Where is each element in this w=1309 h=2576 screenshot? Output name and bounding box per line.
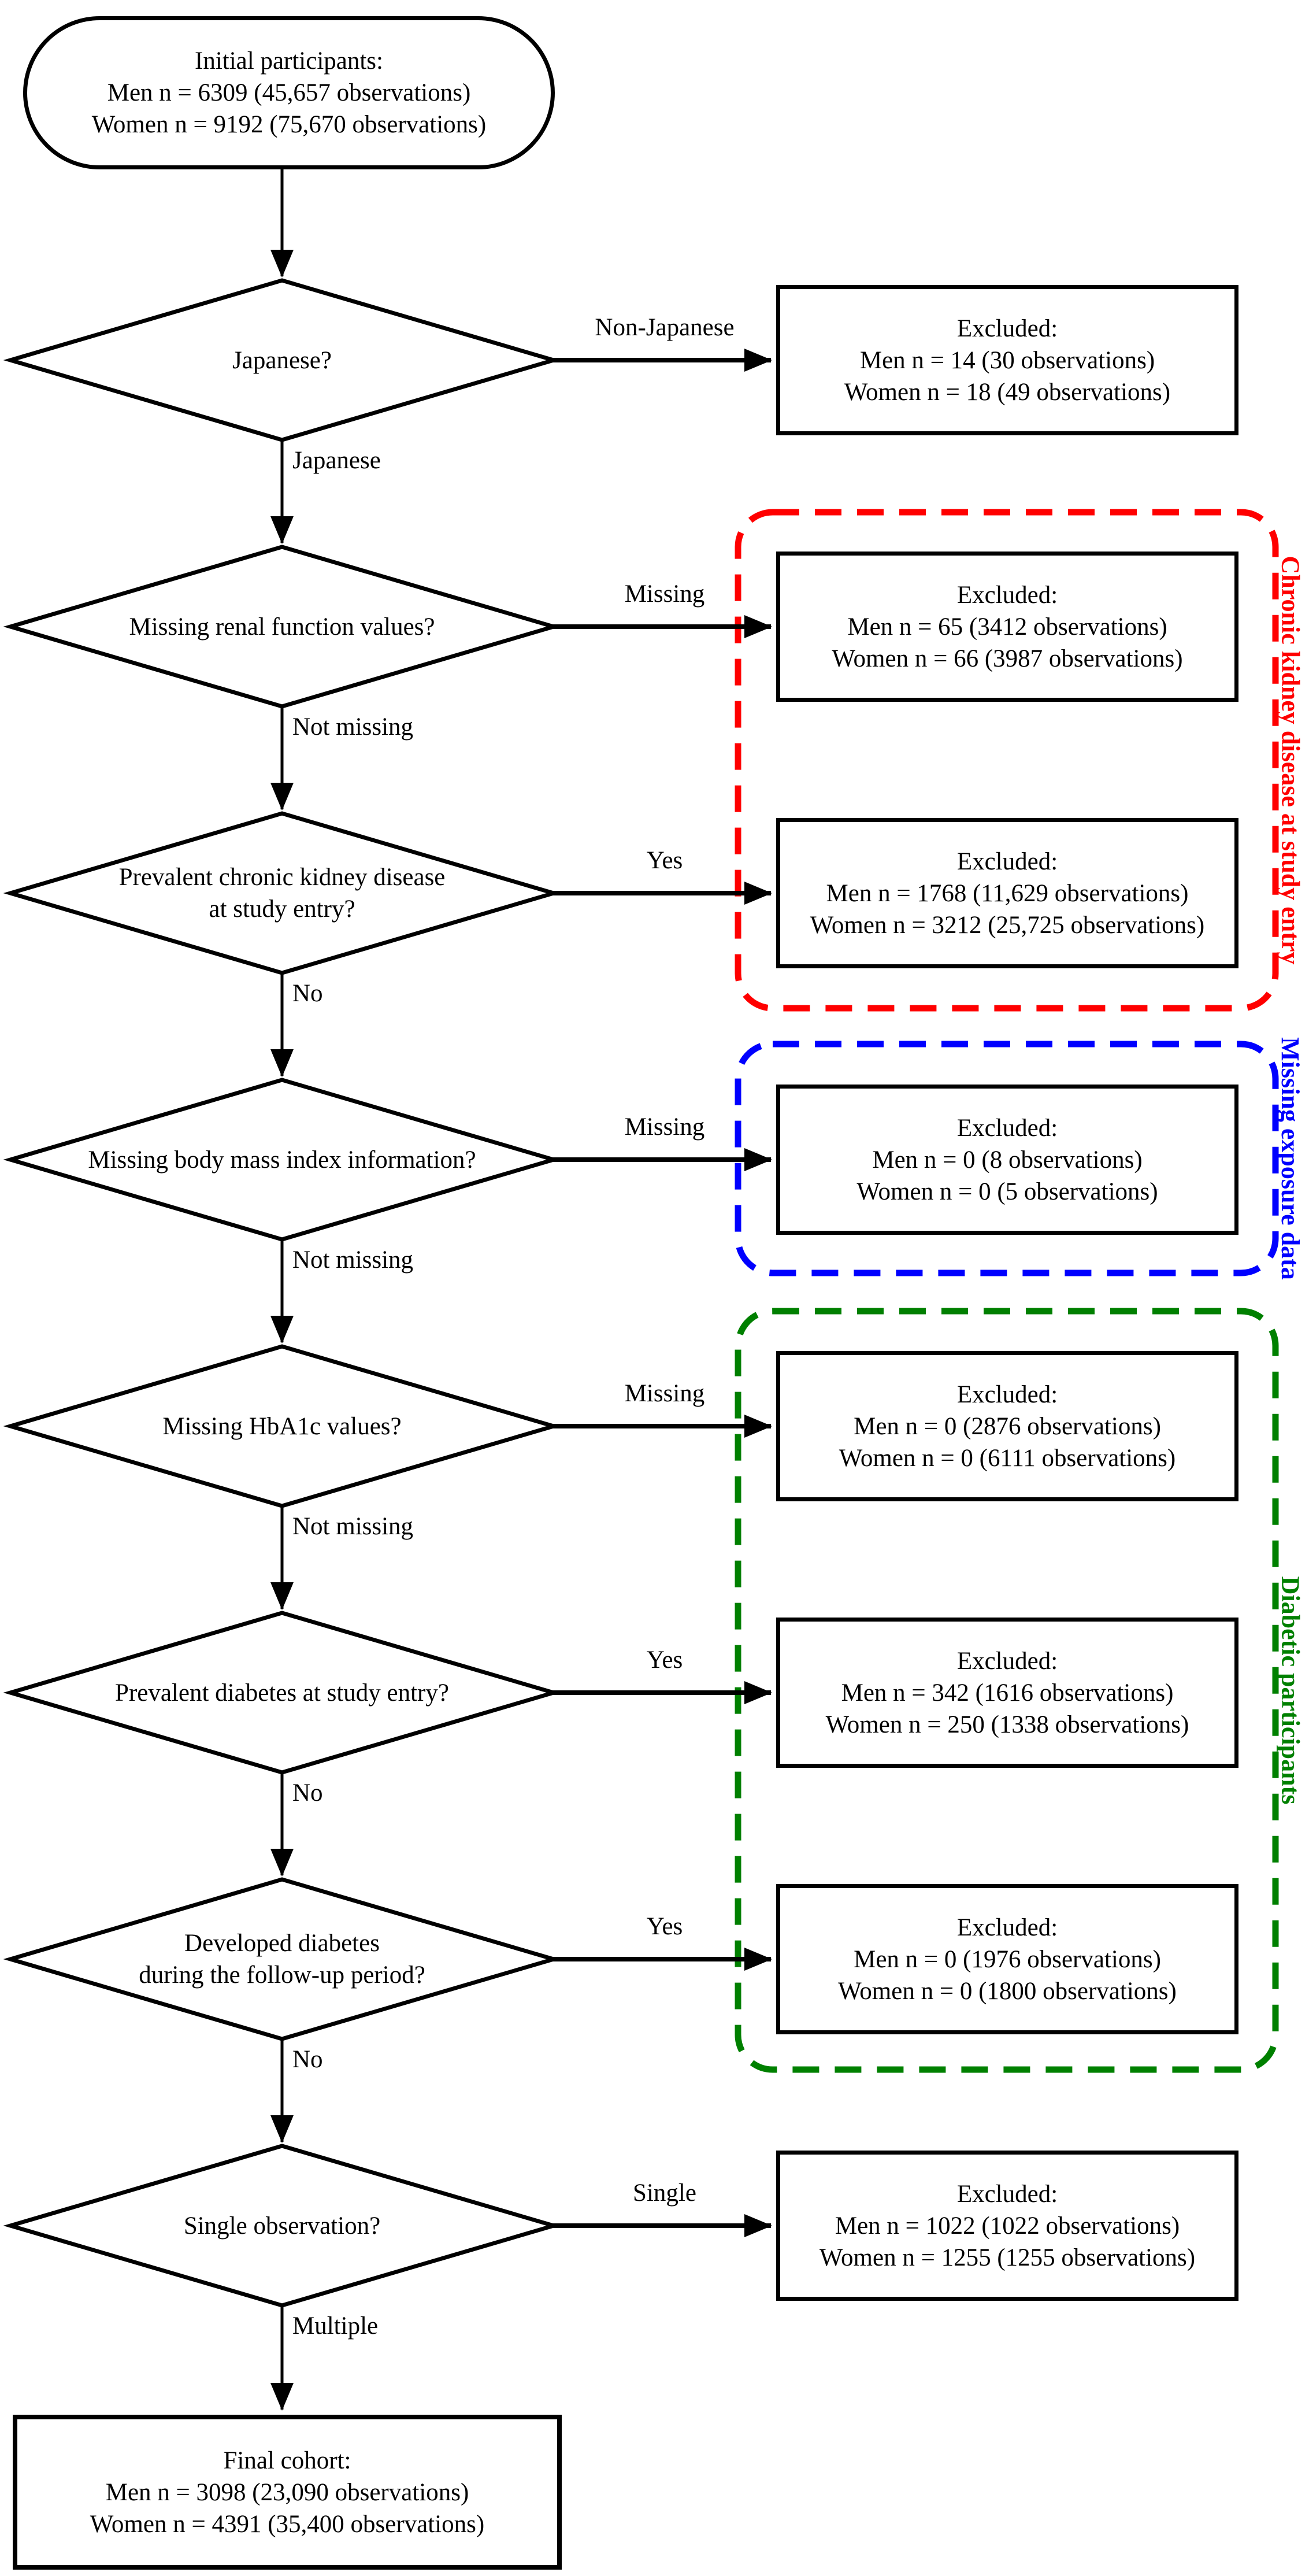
text-line: Men n = 0 (2876 observations) [854, 1412, 1161, 1440]
text-line: Missing renal function values? [129, 613, 435, 641]
group-box-chronic-kidney-disease [735, 509, 1279, 1012]
decision-label-japanese: Japanese? [62, 280, 502, 440]
decision-diamond-developed [3, 1877, 561, 2041]
text-line: Men n = 0 (1976 observations) [854, 1945, 1161, 1973]
text-line: Initial participants: [195, 47, 383, 75]
text-line: Women n = 66 (3987 observations) [832, 645, 1183, 672]
edge-label-missing-bmi: Missing [624, 1113, 705, 1141]
edge-label-single: Single [633, 2179, 696, 2207]
excluded-box-non-japanese: Excluded: Men n = 14 (30 observations) W… [776, 285, 1238, 435]
text-line: Women n = 18 (49 observations) [844, 378, 1171, 406]
decision-diamond-single [3, 2144, 561, 2308]
text-line: Women n = 0 (6111 observations) [839, 1444, 1176, 1472]
text-line: Excluded: [956, 1914, 1058, 1941]
text-line: at study entry? [209, 895, 355, 923]
text-line: Men n = 0 (8 observations) [872, 1146, 1143, 1174]
text-line: Missing body mass index information? [88, 1146, 476, 1174]
text-line: during the follow-up period? [139, 1961, 425, 1989]
text-line: Excluded: [956, 581, 1058, 609]
text-line: Men n = 14 (30 observations) [859, 346, 1155, 374]
excluded-box-diabetes: Excluded: Men n = 342 (1616 observations… [776, 1618, 1238, 1768]
edge-label-not-missing-renal: Not missing [292, 713, 414, 741]
decision-label-developed: Developed diabetes during the follow-up … [62, 1879, 502, 2039]
edge-label-missing-hba1c: Missing [624, 1380, 705, 1407]
start-node-initial-participants: Initial participants: Men n = 6309 (45,6… [23, 16, 555, 169]
text-line: Women n = 4391 (35,400 observations) [90, 2510, 485, 2538]
text-line: Prevalent diabetes at study entry? [115, 1679, 449, 1707]
edge-label-developed-yes: Yes [646, 1913, 683, 1940]
edge-label-multiple: Multiple [292, 2312, 379, 2340]
edge-label-developed-no: No [292, 2046, 323, 2073]
text-line: Women n = 0 (5 observations) [856, 1178, 1158, 1205]
edge-label-missing-renal: Missing [624, 580, 705, 608]
text-line: Final cohort: [223, 2447, 351, 2474]
text-line: Chronic kidney disease at study entry [1276, 556, 1305, 965]
text-line: Women n = 250 (1338 observations) [825, 1711, 1189, 1738]
excluded-box-missing-hba1c: Excluded: Men n = 0 (2876 observations) … [776, 1351, 1238, 1501]
edge-label-non-japanese: Non-Japanese [595, 314, 735, 341]
text-line: Excluded: [956, 1380, 1058, 1408]
text-line: Women n = 9192 (75,670 observations) [91, 111, 487, 138]
text-line: Men n = 6309 (45,657 observations) [107, 79, 471, 106]
decision-diamond-bmi [3, 1078, 561, 1242]
decision-label-single: Single observation? [62, 2146, 502, 2305]
text-line: Women n = 0 (1800 observations) [838, 1977, 1177, 2005]
excluded-box-ckd: Excluded: Men n = 1768 (11,629 observati… [776, 818, 1238, 968]
edge-label-not-missing-hba1c: Not missing [292, 1513, 414, 1540]
edge-label-ckd-no: No [292, 980, 323, 1007]
decision-diamond-diabetes [3, 1611, 561, 1775]
text-line: Diabetic participants [1276, 1576, 1305, 1805]
text-line: Women n = 1255 (1255 observations) [819, 2244, 1196, 2271]
text-line: Men n = 3098 (23,090 observations) [105, 2478, 469, 2506]
decision-diamond-renal [3, 545, 561, 709]
decision-label-bmi: Missing body mass index information? [62, 1080, 502, 1239]
edge-label-diabetes-no: No [292, 1779, 323, 1807]
text-line: Excluded: [956, 314, 1058, 342]
edge-label-diabetes-yes: Yes [646, 1646, 683, 1674]
excluded-box-developed-diabetes: Excluded: Men n = 0 (1976 observations) … [776, 1884, 1238, 2034]
text-line: Japanese? [232, 346, 332, 374]
decision-diamond-hba1c [3, 1344, 561, 1508]
text-line: Excluded: [956, 1647, 1058, 1675]
text-line: Missing HbA1c values? [162, 1412, 402, 1440]
text-line: Men n = 342 (1616 observations) [841, 1679, 1174, 1707]
final-cohort-node: Final cohort: Men n = 3098 (23,090 obser… [13, 2415, 562, 2570]
text-line: Single observation? [183, 2212, 381, 2240]
group-box-missing-exposure-data [735, 1041, 1279, 1276]
text-line: Missing exposure data [1276, 1037, 1304, 1280]
text-line: Prevalent chronic kidney disease [118, 864, 446, 891]
edge-label-not-missing-bmi: Not missing [292, 1246, 414, 1274]
text-line: Excluded: [956, 2180, 1058, 2208]
excluded-box-missing-bmi: Excluded: Men n = 0 (8 observations) Wom… [776, 1085, 1238, 1235]
group-label-diabetic-participants: Diabetic participants [1271, 1311, 1308, 2070]
text-line: Women n = 3212 (25,725 observations) [810, 911, 1205, 939]
edge-label-japanese: Japanese [292, 447, 381, 474]
group-label-missing-exposure-data: Missing exposure data [1271, 1037, 1308, 1280]
decision-label-diabetes: Prevalent diabetes at study entry? [62, 1613, 502, 1772]
decision-label-ckd: Prevalent chronic kidney disease at stud… [62, 813, 502, 973]
text-line: Men n = 1768 (11,629 observations) [826, 879, 1189, 907]
group-label-chronic-kidney-disease: Chronic kidney disease at study entry [1271, 512, 1308, 1008]
text-line: Excluded: [956, 847, 1058, 875]
text-line: Men n = 1022 (1022 observations) [835, 2212, 1180, 2240]
decision-diamond-ckd [3, 811, 561, 975]
excluded-box-missing-renal: Excluded: Men n = 65 (3412 observations)… [776, 552, 1238, 702]
decision-label-hba1c: Missing HbA1c values? [62, 1346, 502, 1506]
edge-label-ckd-yes: Yes [646, 847, 683, 874]
text-line: Developed diabetes [184, 1930, 380, 1957]
excluded-box-single-observation: Excluded: Men n = 1022 (1022 observation… [776, 2151, 1238, 2301]
decision-label-renal: Missing renal function values? [62, 547, 502, 706]
decision-diamond-japanese [3, 278, 561, 442]
text-line: Men n = 65 (3412 observations) [847, 613, 1167, 641]
text-line: Excluded: [956, 1114, 1058, 1142]
